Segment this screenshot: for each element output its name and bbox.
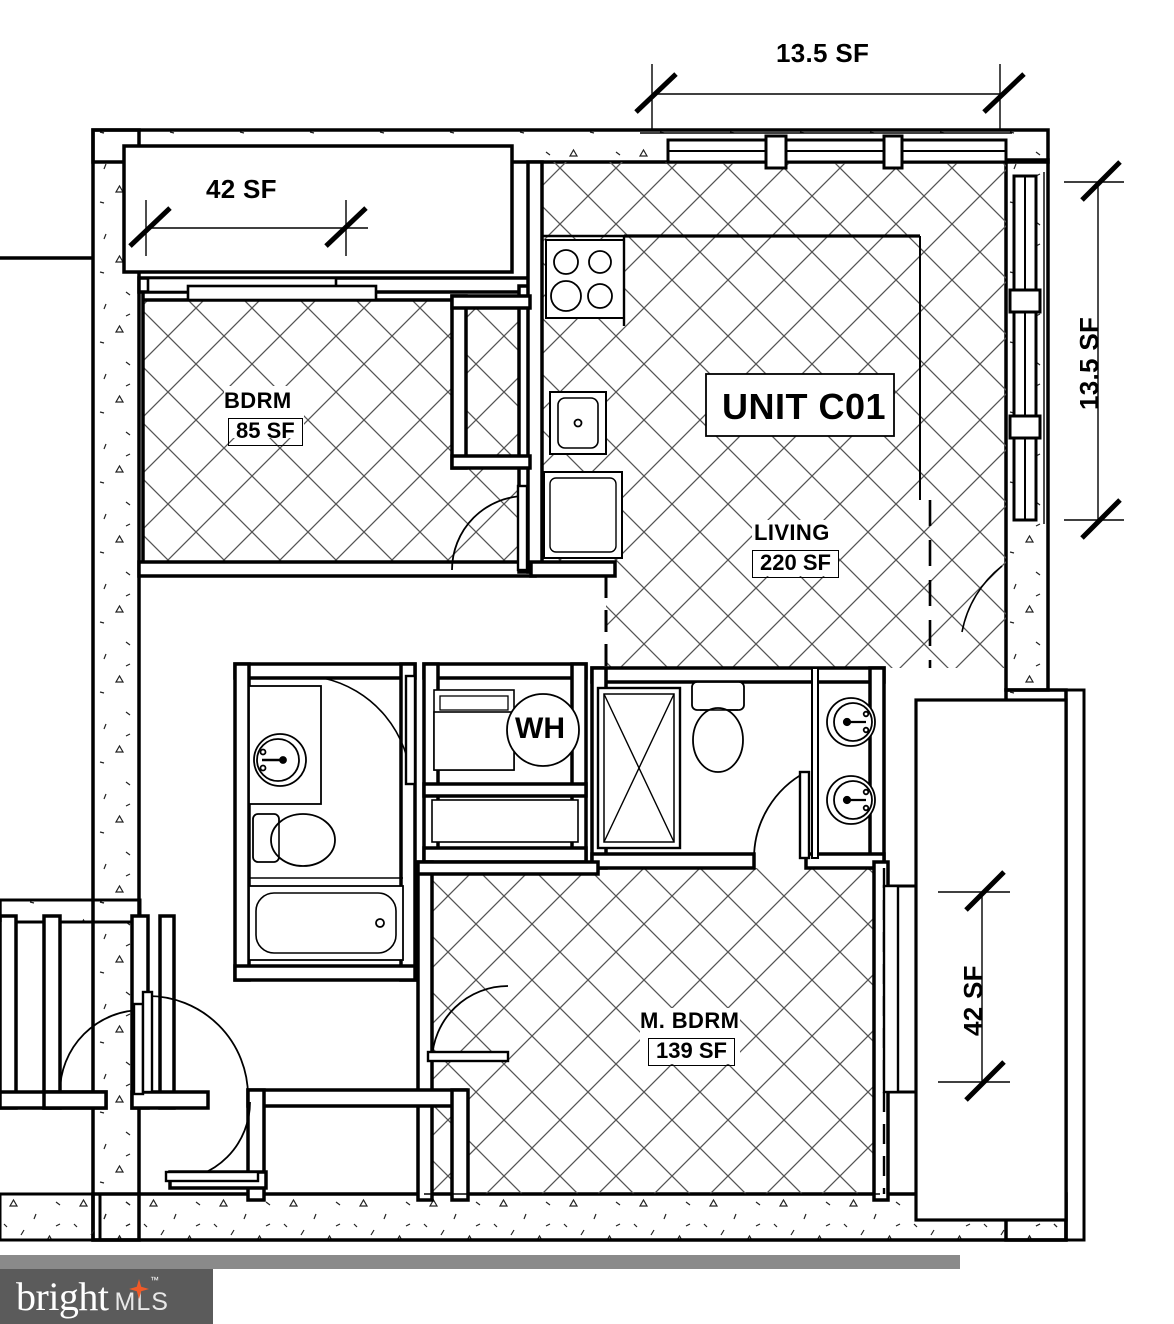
double-vanity-icon	[826, 697, 876, 825]
watermark-trademark: ™	[150, 1275, 159, 1285]
master-bath-group	[596, 681, 876, 860]
room-label-mbdrm-name: M. BDRM	[640, 1008, 740, 1033]
watermark-suffix-text: MLS	[114, 1288, 169, 1316]
toilet-icon-hall	[252, 813, 336, 867]
dim-top-right	[634, 64, 1026, 130]
room-label-living-name: LIVING	[754, 520, 830, 545]
dimension-label-top-left: 42 SF	[206, 174, 277, 204]
label-boxes	[705, 373, 895, 437]
window-right-3	[1012, 436, 1038, 522]
watermark-brand-text: bright	[16, 1274, 109, 1319]
room-label-bdrm-area-wrap: 85 SF	[228, 418, 303, 446]
kitchen-group	[542, 234, 921, 559]
dim-right-lower	[938, 870, 1010, 1102]
room-label-living-area: 220 SF	[752, 550, 839, 578]
interior-walls	[0, 144, 890, 1202]
refrigerator-icon	[543, 471, 623, 559]
room-label-mbdrm-area-wrap: 139 SF	[648, 1038, 735, 1066]
laundry-group	[431, 689, 580, 843]
water-heater-icon	[506, 693, 580, 767]
dimension-label-right-lower: 42 SF	[958, 965, 988, 1036]
bathtub-icon	[248, 885, 404, 961]
hall-bath-group	[248, 674, 417, 961]
kitchen-sink-icon	[549, 391, 607, 455]
balcony-group	[882, 698, 1068, 1222]
washer-dryer-icon	[433, 689, 515, 771]
window-top-2	[784, 138, 886, 164]
room-label-living-area-wrap: 220 SF	[752, 550, 839, 578]
shower-icon	[596, 686, 682, 850]
cooktop-icon	[545, 239, 625, 319]
dim-top-left	[128, 200, 368, 256]
room-label-bdrm-name: BDRM	[224, 388, 292, 413]
dimension-label-top-right: 13.5 SF	[776, 38, 870, 68]
unit-label: UNIT C01	[722, 386, 887, 427]
watermark-bar	[0, 1255, 960, 1269]
window-top-group	[640, 132, 1012, 170]
window-right-group	[1008, 172, 1045, 524]
window-right-2	[1012, 310, 1038, 418]
window-right-1	[1012, 174, 1038, 292]
room-label-mbdrm-area: 139 SF	[648, 1038, 735, 1066]
room-label-bdrm-area: 85 SF	[228, 418, 303, 446]
watermark-logo: bright MLS ™	[0, 1269, 213, 1324]
dim-right-upper	[1064, 160, 1124, 540]
dimension-lines	[128, 64, 1124, 1102]
sink-icon-hall	[253, 733, 307, 787]
dimension-label-right-upper: 13.5 SF	[1074, 316, 1104, 410]
window-top-1	[666, 138, 768, 164]
door-swings	[59, 276, 1003, 1195]
water-heater-label: WH	[515, 712, 565, 745]
window-top-3	[900, 138, 1008, 164]
toilet-icon-master	[691, 681, 745, 773]
left-stub-lines	[0, 256, 93, 922]
